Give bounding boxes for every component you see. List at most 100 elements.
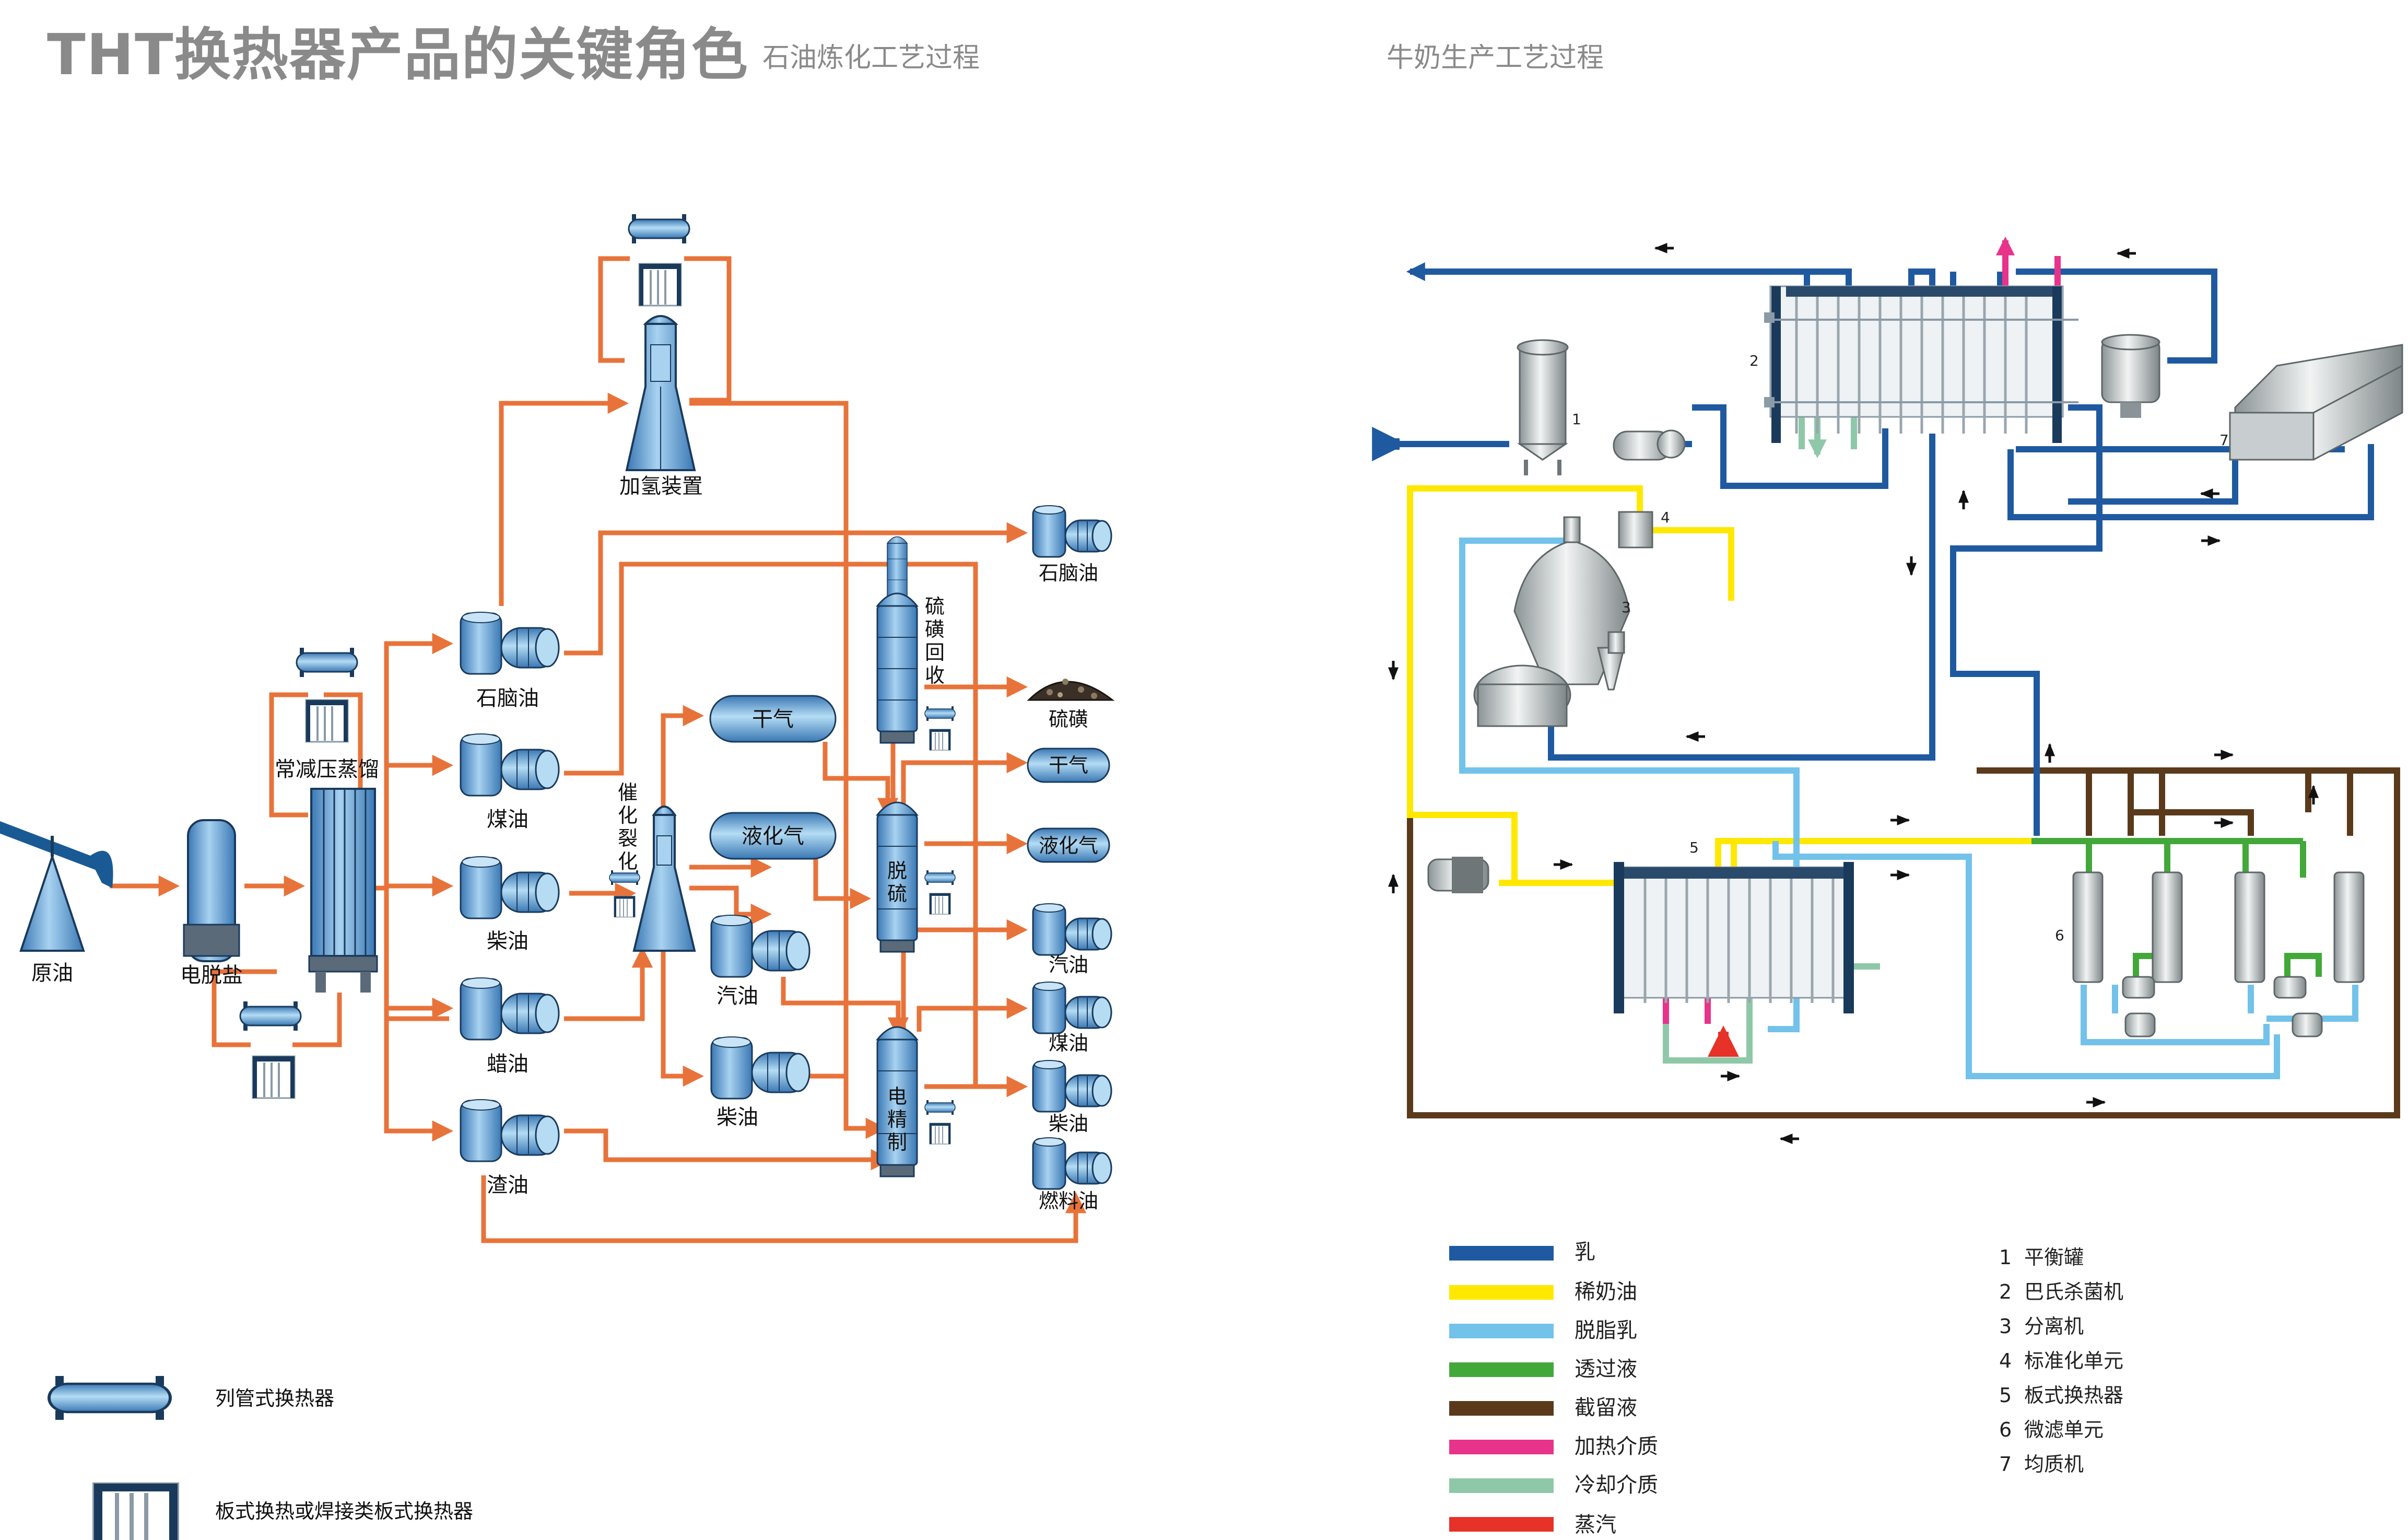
plate-hx-5 [1614,862,1854,1013]
sulfur-pile-icon [1027,679,1115,701]
label-crude: 原油 [31,961,73,985]
balance-tank-1 [1517,339,1569,475]
equipment-numbers: 1 2 3 4 5 6 7 [1572,352,2229,944]
distillation-unit [308,788,378,993]
milk-legend: 乳 稀奶油 脱脂乳 透过液 截留液 加热介质 冷却介质 蒸汽 [1449,1240,1658,1537]
equip-list-name-1: 平衡罐 [2024,1246,2084,1269]
flow-arrows [1388,243,2319,1144]
refine-plate-hx-icon [929,1123,951,1145]
label-sulfur-rec-1: 硫 [925,595,945,618]
sulfur-shell-tube-icon [924,706,956,721]
pipe-retentate [1407,767,2400,1118]
label-naphtha-out: 石脑油 [1039,562,1098,585]
tank-wax-left [460,977,560,1041]
legend-label-skim: 脱脂乳 [1575,1319,1637,1343]
distill-shell-tube-icon [296,647,358,678]
label-fcc-2: 化 [618,804,638,827]
legend-plate-hx-icon [94,1484,178,1540]
label-lpg-out: 液化气 [1039,834,1098,857]
fcc-plate-hx-icon [614,895,636,918]
label-kerosene-left: 煤油 [487,808,528,832]
legend-bar-retentate [1449,1401,1554,1416]
sulfur-plate-hx-icon [929,729,951,751]
tower-desulf [875,801,919,953]
equip-num-2: 2 [1749,352,1759,369]
legend-bar-cream [1449,1285,1554,1300]
legend-label-retentate: 截留液 [1575,1396,1637,1420]
label-desulf-1: 脱 [887,859,907,882]
label-gasoline-out: 汽油 [1049,953,1088,976]
label-sulfur-rec-4: 收 [925,664,945,687]
microfiltration-6 [2072,871,2365,1037]
equip-list-name-4: 标准化单元 [2024,1349,2123,1372]
distill-plate-hx-icon [305,699,349,743]
label-sulfur-rec-2: 磺 [925,618,945,641]
equip-list-num-2: 2 [1999,1280,2012,1303]
pipe-cream [1407,485,2031,886]
label-desulf-2: 硫 [887,882,907,905]
standardization-unit-4 [1618,511,1653,549]
tank-residue-left [460,1099,560,1162]
pasteurizer-plate-hx-2 [1764,285,2078,443]
label-sulfur-rec-3: 回 [925,641,945,664]
tank-gasoline-out [1032,903,1112,956]
refine-shell-tube-icon [924,1100,956,1115]
label-distill: 常减压蒸馏 [275,757,379,781]
desalter-vessel [183,819,240,962]
label-refine-1: 电 [887,1085,907,1108]
legend-bar-cooling [1449,1478,1554,1493]
equip-list-num-6: 6 [1999,1418,2012,1441]
homogenizer-7 [2229,344,2403,461]
legend-bar-skim [1449,1324,1554,1338]
page-title: THT换热器产品的关键角色 [47,22,749,88]
tank-fuel-out [1032,1137,1112,1190]
equip-list-name-2: 巴氏杀菌机 [2024,1280,2123,1303]
equip-num-5: 5 [1689,839,1699,856]
tank-diesel-out [1032,1059,1112,1113]
label-residue-left: 渣油 [487,1173,528,1197]
tank-diesel-left [460,856,560,919]
desalter-plate-hx-icon [252,1055,296,1099]
legend-label-milk: 乳 [1575,1240,1595,1264]
equip-num-1: 1 [1572,411,1581,428]
equip-num-4: 4 [1661,509,1670,526]
label-drygas-out: 干气 [1049,754,1088,777]
equip-list-name-5: 板式换热器 [2024,1384,2123,1407]
tank-diesel-mid [710,1036,811,1100]
desalter-shell-tube-icon [239,1000,302,1032]
equip-num-6: 6 [2055,927,2064,944]
equip-list-name-3: 分离机 [2024,1315,2084,1338]
equip-num-7: 7 [2219,431,2229,449]
milk-subtitle: 牛奶生产工艺过程 [1387,42,1604,74]
equip-list-num-7: 7 [1999,1453,2012,1476]
tower-sulfur-recovery-body [875,592,919,744]
label-diesel-out: 柴油 [1049,1112,1088,1135]
label-wax-left: 蜡油 [487,1052,528,1076]
legend-label-cream: 稀奶油 [1575,1280,1637,1304]
label-kerosene-out: 煤油 [1049,1032,1088,1055]
label-fcc-3: 裂 [618,827,638,850]
legend-bar-heating [1449,1440,1554,1454]
equip-list-num-4: 4 [1999,1349,2012,1372]
petro-subtitle: 石油炼化工艺过程 [762,42,980,74]
label-hydro: 加氢装置 [619,474,703,498]
label-lpg: 液化气 [742,824,804,848]
fcc-reactor [632,806,696,952]
hydro-plate-hx-icon [638,263,682,307]
tank-kerosene-left [460,733,560,797]
equipment-list: 1 平衡罐 2 巴氏杀菌机 3 分离机 4 标准化单元 5 板式换热器 6 微滤… [1999,1246,2123,1476]
legend-label-heating: 加热介质 [1575,1434,1658,1459]
label-desalter: 电脱盐 [180,963,243,987]
legend-plate-hx-label: 板式换热或焊接类板式换热器 [215,1500,473,1523]
label-refine-3: 制 [887,1131,907,1154]
legend-shell-tube-icon [49,1376,170,1420]
legend-label-cooling: 冷却介质 [1575,1473,1658,1497]
equip-list-name-7: 均质机 [2024,1453,2084,1476]
tower-refine [875,1026,919,1177]
legend-shell-tube-label: 列管式换热器 [215,1387,334,1410]
label-diesel-mid: 柴油 [716,1105,758,1129]
crude-pumpjack-icon [0,821,113,952]
legend-bar-permeate [1449,1362,1554,1377]
desulf-plate-hx-icon [929,893,951,915]
